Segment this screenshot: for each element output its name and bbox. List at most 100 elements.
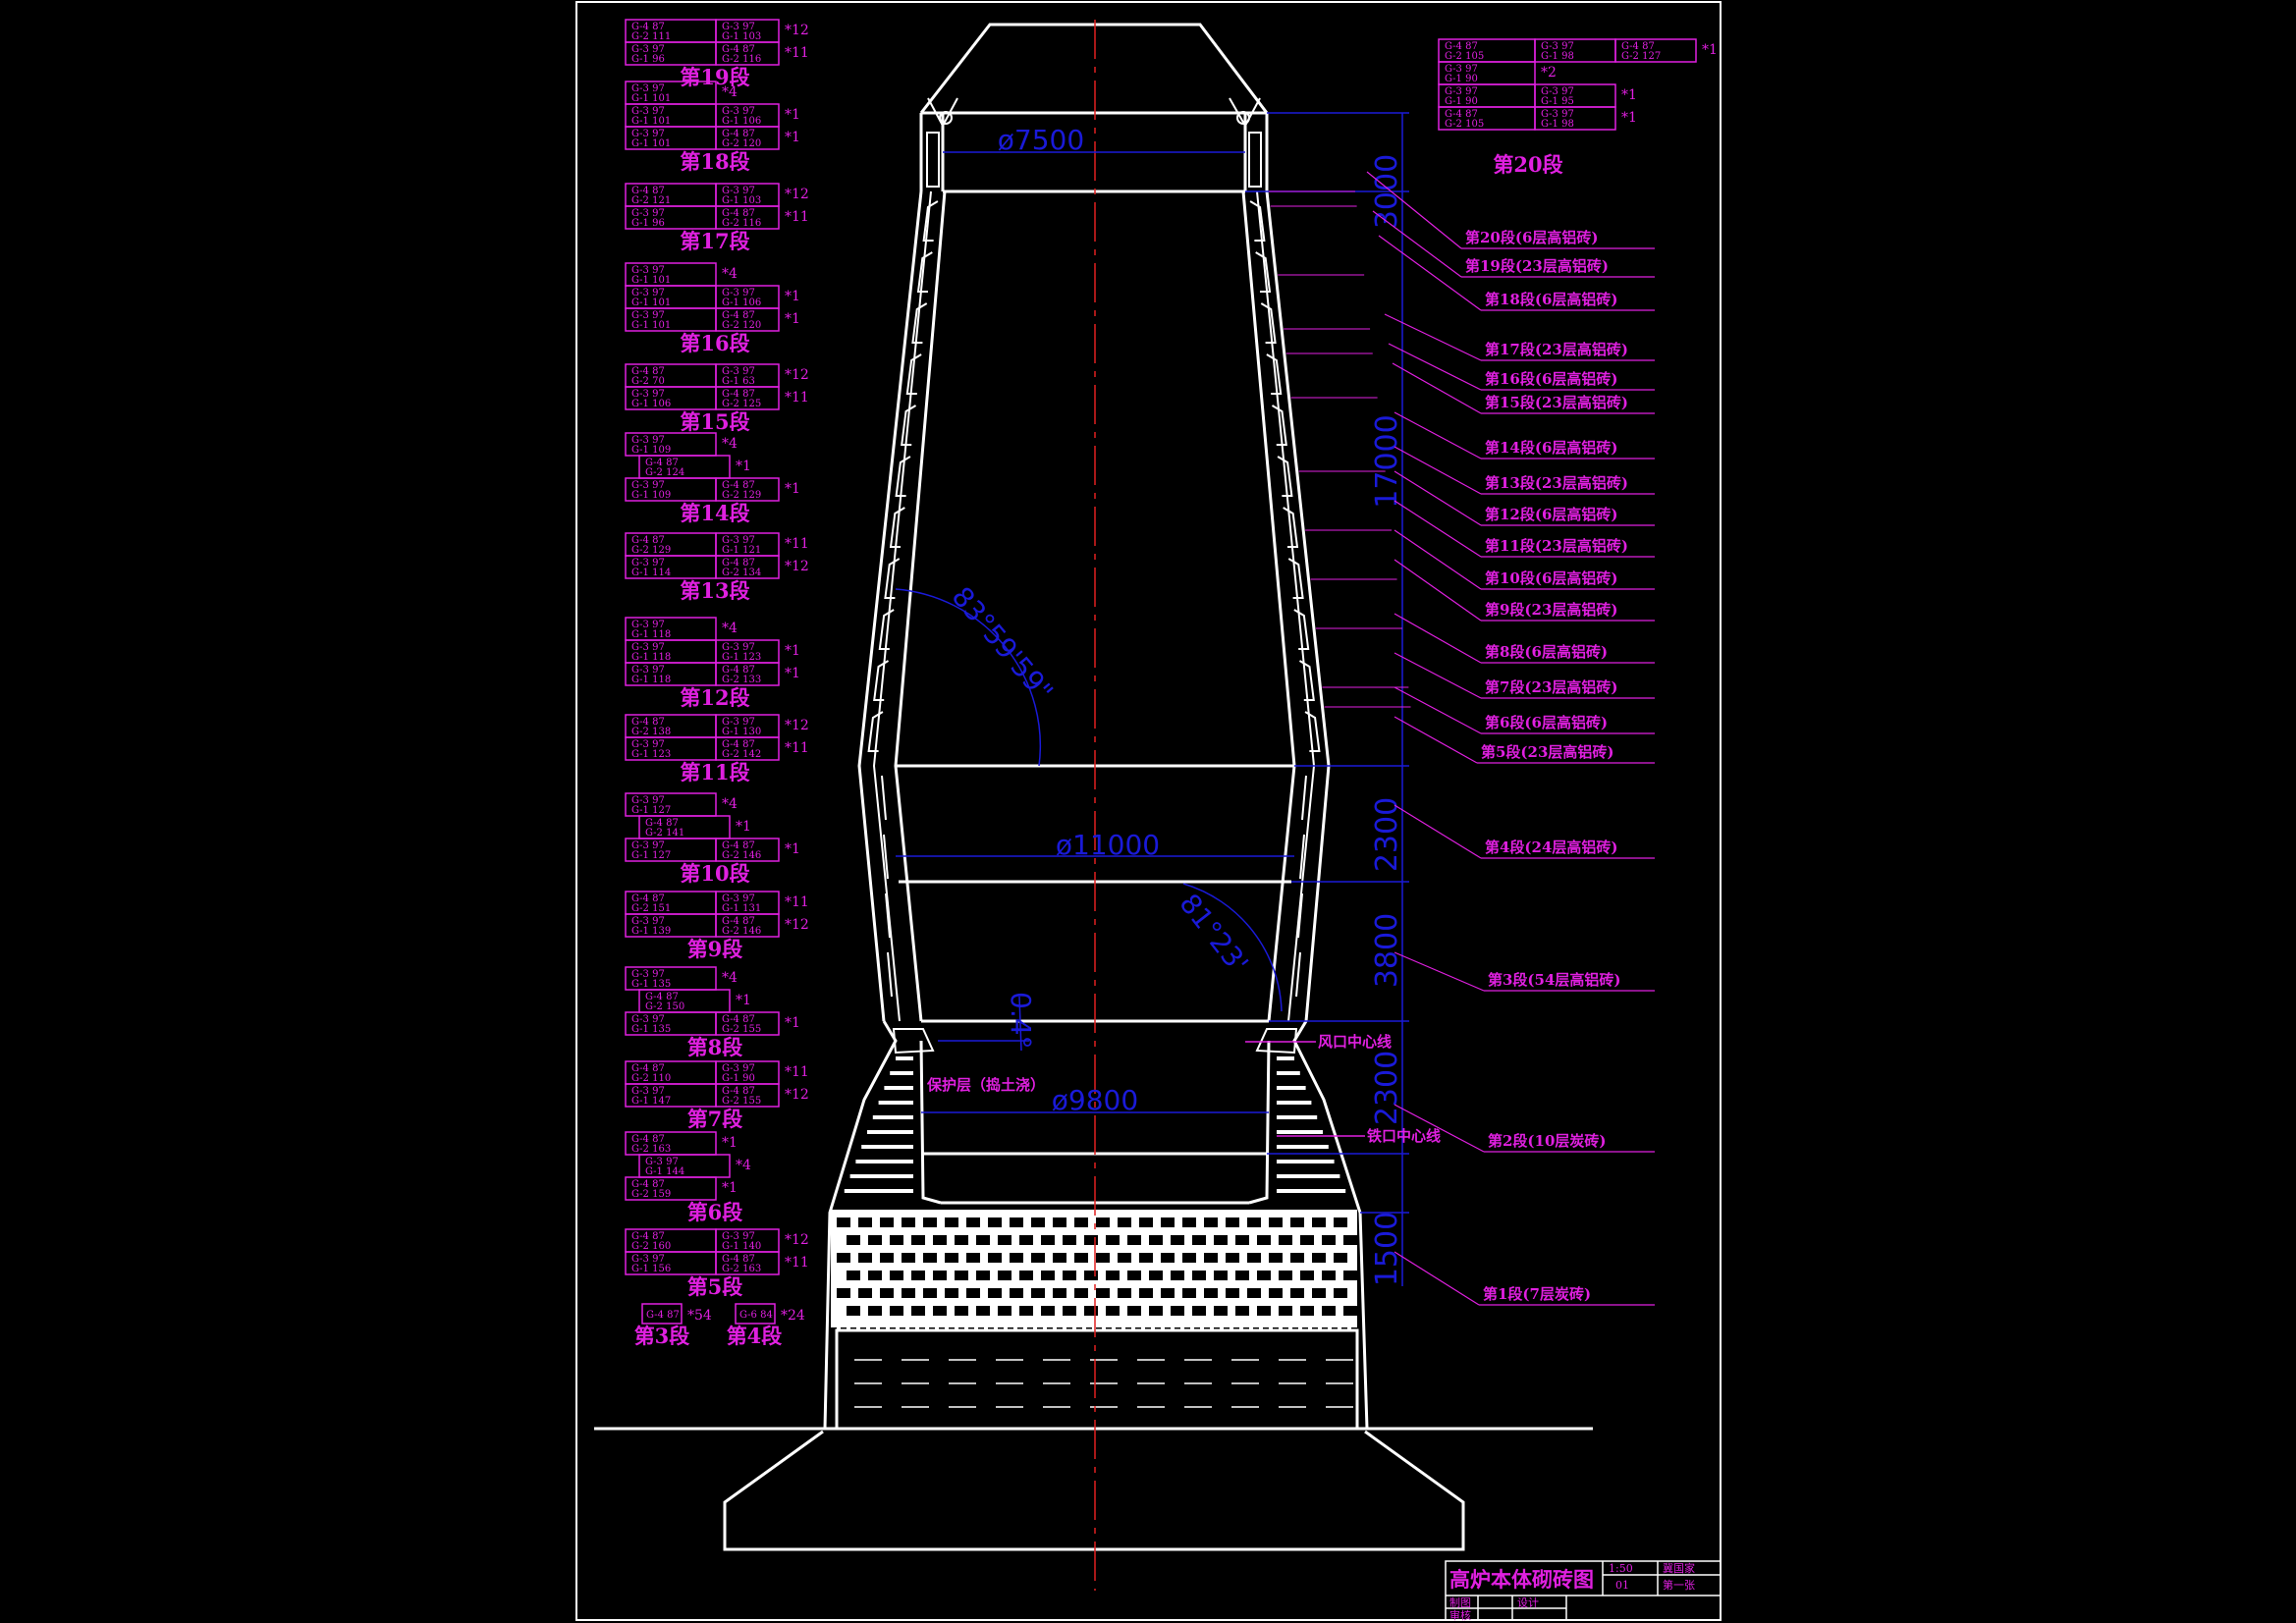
hearth-brick bbox=[1226, 1217, 1239, 1227]
hearth-brick bbox=[902, 1217, 915, 1227]
tb-row-check: 审核 bbox=[1449, 1608, 1471, 1622]
hearth-brick bbox=[858, 1217, 872, 1227]
hearth-brick bbox=[1182, 1288, 1196, 1298]
brick-cell-line: G-2 155 bbox=[722, 1096, 761, 1107]
brick-cell-line: G-3 97 bbox=[1541, 41, 1574, 52]
stave-right bbox=[1271, 405, 1287, 446]
section-callout: 第18段(6层高铝砖) bbox=[1485, 291, 1618, 308]
hearth-brick bbox=[955, 1271, 968, 1280]
dim-height-2300-belly: 2300 bbox=[1370, 797, 1404, 872]
brick-cell-line: G-4 87 bbox=[722, 44, 755, 55]
callout-leader bbox=[1394, 951, 1485, 992]
brick-cell-line: G-1 118 bbox=[631, 675, 671, 685]
hearth-brick bbox=[1106, 1235, 1120, 1245]
brick-multiplier: *12 bbox=[785, 367, 809, 383]
hearth-brick bbox=[1192, 1306, 1206, 1316]
section-label: 第12段 bbox=[680, 685, 749, 710]
hearth-brick bbox=[1343, 1306, 1357, 1316]
hearth-brick bbox=[1322, 1271, 1336, 1280]
hearth-brick bbox=[998, 1271, 1011, 1280]
hearth-brick bbox=[1257, 1271, 1271, 1280]
hearth-brick bbox=[1127, 1271, 1141, 1280]
brick-cell-line: G-4 87 bbox=[722, 558, 755, 568]
hearth-brick bbox=[1182, 1253, 1196, 1263]
brick-cell-line: G-4 87 bbox=[1445, 109, 1478, 120]
hearth-brick bbox=[1322, 1306, 1336, 1316]
brick-cell-line: G-1 127 bbox=[631, 805, 671, 816]
callout-leader bbox=[1378, 235, 1482, 311]
brick-cell-line: G-1 90 bbox=[1445, 74, 1478, 84]
section-callout: 第9段(23层高铝砖) bbox=[1485, 601, 1618, 619]
tuyere-centerline-label: 风口中心线 bbox=[1318, 1033, 1392, 1051]
brick-cell-line: G-2 116 bbox=[722, 218, 761, 229]
hearth-brick bbox=[880, 1217, 894, 1227]
hearth-brick bbox=[1139, 1217, 1153, 1227]
brick-cell-line: G-1 140 bbox=[722, 1241, 761, 1252]
brick-cell-line: G-4 87 bbox=[631, 893, 665, 904]
brick-cell-line: G-3 97 bbox=[631, 1086, 665, 1097]
brick-cell-line: G-6 84 bbox=[739, 1310, 773, 1321]
hearth-brick bbox=[1010, 1253, 1023, 1263]
brick-cell-line: G-2 129 bbox=[722, 490, 761, 501]
brick-cell-line: G-1 135 bbox=[631, 979, 671, 990]
section-callout: 第5段(23层高铝砖) bbox=[1481, 743, 1614, 761]
section-label: 第16段 bbox=[680, 331, 749, 355]
brick-multiplier: *12 bbox=[785, 917, 809, 933]
drawing-school: 冀国家 bbox=[1663, 1561, 1695, 1575]
hearth-brick bbox=[847, 1306, 860, 1316]
brick-multiplier: *1 bbox=[785, 107, 800, 123]
callout-leader bbox=[1394, 804, 1482, 859]
hearth-brick bbox=[1290, 1288, 1304, 1298]
hearth-brick bbox=[1290, 1217, 1304, 1227]
brick-cell-line: G-3 97 bbox=[722, 22, 755, 32]
callout-leader bbox=[1394, 500, 1482, 558]
brick-multiplier: *4 bbox=[722, 84, 738, 100]
hearth-brick bbox=[1171, 1271, 1184, 1280]
brick-cell-line: G-1 130 bbox=[722, 727, 761, 737]
hearth-brick bbox=[890, 1306, 903, 1316]
hearth-brick bbox=[1226, 1288, 1239, 1298]
brick-cell-line: G-1 109 bbox=[631, 445, 671, 456]
stave-right bbox=[1249, 200, 1266, 242]
section-callout: 第20段(6层高铝砖) bbox=[1465, 229, 1599, 246]
brick-cell-line: G-3 97 bbox=[631, 665, 665, 676]
stave-coolers bbox=[867, 200, 1321, 998]
brick-multiplier: *1 bbox=[1702, 42, 1718, 58]
hearth-brick bbox=[1214, 1271, 1228, 1280]
brick-multiplier: *4 bbox=[722, 436, 738, 452]
hearth-brick bbox=[945, 1253, 958, 1263]
brick-multiplier: *12 bbox=[785, 559, 809, 574]
brick-cell-line: G-4 87 bbox=[1621, 41, 1655, 52]
throat-bracket-right bbox=[1229, 97, 1261, 129]
brick-cell-line: G-1 139 bbox=[631, 926, 671, 937]
brick-multiplier: *1 bbox=[1621, 87, 1637, 103]
hearth-brickwork bbox=[831, 1056, 1359, 1431]
brick-multiplier: *11 bbox=[785, 209, 809, 225]
stave-right bbox=[1283, 507, 1299, 548]
callout-leader bbox=[1394, 613, 1482, 664]
brick-cell bbox=[715, 1083, 780, 1108]
hearth-brick bbox=[1257, 1235, 1271, 1245]
stack-outer-left bbox=[857, 190, 923, 1022]
section-label: 第15段 bbox=[680, 409, 749, 434]
stave-left bbox=[895, 456, 911, 497]
stave-left bbox=[922, 200, 939, 242]
brick-multiplier: *1 bbox=[736, 459, 751, 474]
hearth-brick bbox=[1257, 1306, 1271, 1316]
hearth-brick bbox=[1204, 1288, 1218, 1298]
hearth-brick bbox=[988, 1253, 1002, 1263]
hearth-brick bbox=[976, 1235, 990, 1245]
brick-cell-line: G-4 87 bbox=[631, 1179, 665, 1190]
brick-cell-line: G-3 97 bbox=[631, 44, 665, 55]
lining-left bbox=[872, 190, 932, 1022]
brick-cell-line: G-2 129 bbox=[631, 545, 671, 556]
tuyere-left bbox=[892, 1028, 935, 1055]
callout-leader bbox=[1366, 171, 1462, 249]
hearth-brick bbox=[890, 1271, 903, 1280]
brick-cell bbox=[715, 386, 780, 410]
hearth-brick bbox=[1192, 1271, 1206, 1280]
section-label: 第8段 bbox=[687, 1035, 743, 1059]
hearth-brick bbox=[847, 1235, 860, 1245]
lining-right bbox=[1256, 190, 1316, 1022]
brick-cell-line: G-1 118 bbox=[631, 652, 671, 663]
